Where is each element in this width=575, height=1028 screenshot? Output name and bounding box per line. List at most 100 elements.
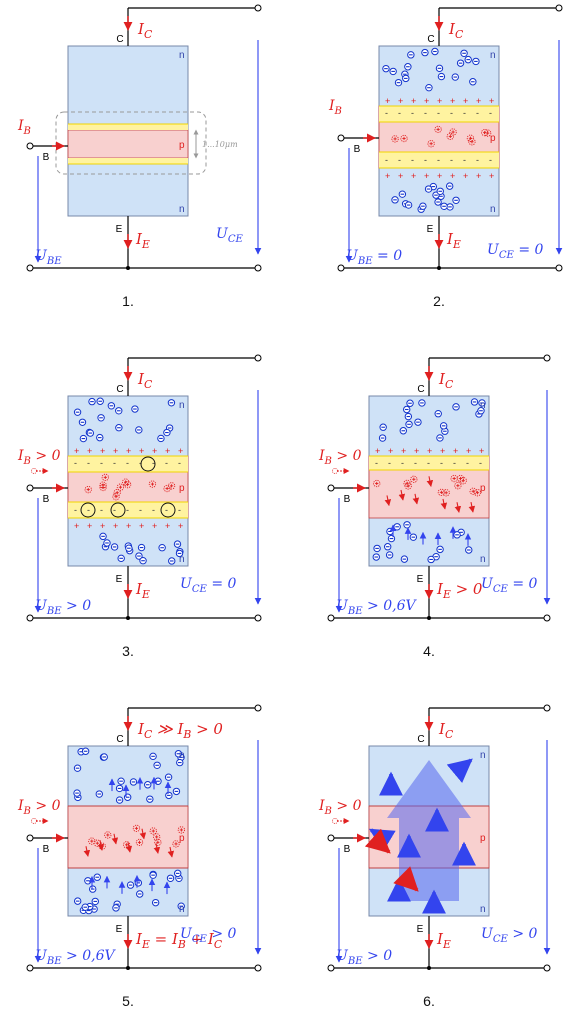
- hole-icon: [177, 826, 186, 834]
- fixed-charge-minus: -: [165, 458, 168, 468]
- base-current-label: IB​: [328, 98, 342, 117]
- fixed-charge-plus: +: [463, 171, 468, 181]
- hole-icon: [442, 489, 450, 497]
- emitter-current-label: IE​: [135, 580, 150, 601]
- fixed-charge-minus: -: [139, 505, 142, 515]
- fixed-charge-minus: -: [476, 108, 479, 118]
- collector-current-label: IC​: [438, 370, 454, 391]
- hole-icon: [332, 468, 338, 474]
- base-current-label: IB​ > 0: [318, 798, 362, 817]
- region-label-n: n: [179, 750, 185, 761]
- hole-icon: [332, 818, 338, 824]
- depletion-layer-bottom: [68, 158, 188, 164]
- hole-icon: [172, 840, 180, 848]
- hole-icon: [132, 824, 141, 832]
- fixed-charge-minus: -: [152, 505, 155, 515]
- hole-icon: [373, 479, 381, 488]
- hole-icon: [469, 487, 477, 495]
- region-label-n: n: [480, 554, 486, 565]
- hole-icon: [113, 489, 121, 497]
- flow-arrow-icon: [384, 495, 392, 507]
- fixed-charge-minus: -: [178, 505, 181, 515]
- hole-icon: [391, 135, 399, 143]
- terminal-node: [543, 354, 551, 362]
- fixed-charge-minus: -: [440, 458, 443, 468]
- fixed-charge-minus: -: [385, 108, 388, 118]
- hole-icon: [149, 827, 157, 835]
- terminal-label-E: E: [417, 574, 424, 585]
- terminal-node: [26, 142, 34, 150]
- recombination-circle: [140, 456, 156, 472]
- region-label-n: n: [490, 204, 496, 215]
- fixed-charge-plus: +: [178, 521, 183, 531]
- fixed-charge-plus: +: [385, 96, 390, 106]
- hole-icon: [153, 833, 161, 841]
- uce-label: UCE​: [216, 226, 244, 245]
- fixed-charge-plus: +: [139, 521, 144, 531]
- fixed-charge-minus: -: [178, 458, 181, 468]
- fixed-charge-plus: +: [87, 521, 92, 531]
- electron-drift-arrow-icon: [446, 758, 473, 784]
- recombination-circle: [110, 502, 126, 518]
- region-label-p: p: [480, 833, 486, 844]
- fixed-charge-plus: +: [126, 521, 131, 531]
- fixed-charge-minus: -: [476, 155, 479, 165]
- terminal-label-B: B: [354, 144, 361, 155]
- flow-arrow-icon: [398, 489, 406, 501]
- terminal-node: [543, 614, 551, 622]
- fixed-charge-plus: +: [152, 446, 157, 456]
- fixed-charge-plus: +: [427, 446, 432, 456]
- junction-dot: [427, 966, 431, 970]
- fixed-charge-plus: +: [424, 171, 429, 181]
- fixed-charge-plus: +: [489, 96, 494, 106]
- fixed-charge-minus: -: [427, 458, 430, 468]
- panel-number: 1.: [122, 293, 134, 309]
- depletion-layer-top: [68, 124, 188, 130]
- collector-current-label: IC​: [137, 370, 153, 391]
- fixed-charge-minus: -: [424, 108, 427, 118]
- terminal-node: [327, 964, 335, 972]
- terminal-node: [26, 964, 34, 972]
- fixed-charge-plus: +: [152, 521, 157, 531]
- terminal-node: [26, 484, 34, 492]
- fixed-charge-plus: +: [437, 171, 442, 181]
- fixed-charge-minus: -: [398, 155, 401, 165]
- region-label-n: n: [480, 750, 486, 761]
- fixed-charge-minus: -: [74, 458, 77, 468]
- terminal-node: [543, 964, 551, 972]
- terminal-node: [26, 264, 34, 272]
- fixed-charge-plus: +: [453, 446, 458, 456]
- terminal-node: [254, 264, 262, 272]
- collector-current-label: IC​ ≫ IB​ > 0: [137, 720, 223, 741]
- ube-label: UBE​ > 0: [336, 948, 392, 967]
- hole-icon: [410, 475, 418, 483]
- panel-2: +--++--++--++--++--++--++--++--++--+npnC…: [328, 4, 563, 309]
- depletion-zone: [68, 456, 188, 472]
- region-label-p: p: [179, 140, 185, 151]
- terminal-node: [26, 834, 34, 842]
- fixed-charge-plus: +: [466, 446, 471, 456]
- flow-arrow-icon: [97, 840, 105, 851]
- base-current-label: IB​ > 0: [318, 448, 362, 467]
- fixed-charge-minus: -: [87, 505, 90, 515]
- terminal-node: [327, 614, 335, 622]
- collector-current-label: IC​: [448, 20, 464, 41]
- hole-icon: [459, 477, 467, 485]
- fixed-charge-minus: -: [388, 458, 391, 468]
- collector-current-label: IC​: [438, 720, 454, 741]
- depletion-zone: [369, 456, 489, 470]
- collector-current-label: IC​: [137, 20, 153, 41]
- hole-icon: [446, 132, 454, 141]
- fixed-charge-minus: -: [126, 458, 129, 468]
- hole-icon: [84, 485, 92, 494]
- fixed-charge-minus: -: [424, 155, 427, 165]
- hole-drift-arrow-icon: [393, 866, 419, 892]
- depletion-zone: [379, 106, 499, 122]
- region-label-n: n: [480, 400, 486, 411]
- flow-arrow-icon: [153, 843, 161, 854]
- fixed-charge-minus: -: [100, 458, 103, 468]
- hole-icon: [88, 837, 96, 845]
- fixed-charge-plus: +: [100, 446, 105, 456]
